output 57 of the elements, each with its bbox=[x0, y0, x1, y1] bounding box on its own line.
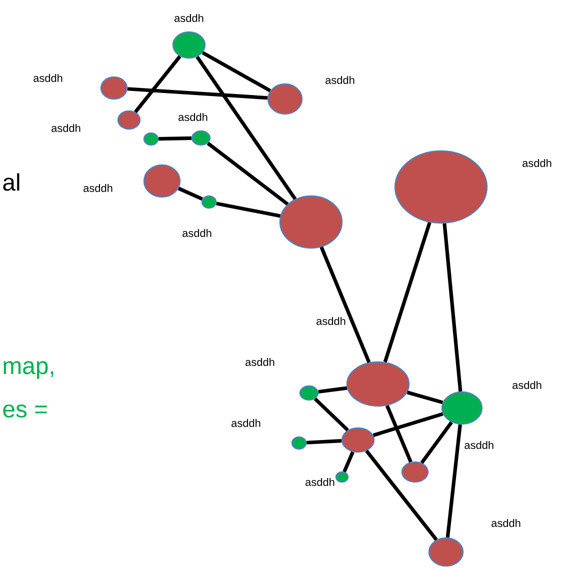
node-label: asddh bbox=[464, 440, 494, 450]
graph-node bbox=[441, 391, 483, 425]
side-text: es = bbox=[3, 404, 47, 418]
graph-node bbox=[346, 361, 410, 407]
graph-node bbox=[335, 471, 349, 483]
connector-line bbox=[216, 202, 281, 218]
connector-line bbox=[202, 51, 272, 92]
connector-line bbox=[134, 55, 182, 114]
connector-line bbox=[158, 136, 192, 141]
connector-line bbox=[206, 142, 289, 206]
connector-line bbox=[314, 398, 349, 432]
connector-line bbox=[385, 404, 412, 463]
graph-node bbox=[299, 385, 319, 401]
graph-node bbox=[267, 83, 303, 115]
graph-node bbox=[143, 132, 159, 146]
side-text: al bbox=[3, 173, 20, 191]
connector-line bbox=[446, 424, 462, 538]
node-label: asddh bbox=[34, 74, 62, 82]
node-label: asddh bbox=[492, 518, 520, 528]
node-label: asddh bbox=[316, 316, 346, 326]
side-text: map, bbox=[4, 361, 54, 379]
node-label: asddh bbox=[178, 112, 208, 122]
connector-line bbox=[320, 246, 371, 364]
graph-node bbox=[201, 195, 217, 209]
node-label: asddh bbox=[512, 380, 542, 390]
node-label: asddh bbox=[174, 14, 204, 22]
connector-line bbox=[342, 451, 354, 472]
graph-node bbox=[428, 537, 464, 567]
node-label: asddh bbox=[246, 358, 274, 366]
node-label: asddh bbox=[182, 228, 212, 238]
graph-node bbox=[401, 461, 429, 483]
connector-line bbox=[196, 56, 297, 200]
graph-node bbox=[394, 150, 488, 224]
graph-node bbox=[117, 110, 141, 130]
connector-line bbox=[372, 412, 444, 437]
graph-node bbox=[279, 195, 343, 249]
connector-line bbox=[383, 222, 432, 363]
graph-node bbox=[100, 76, 128, 100]
graph-node bbox=[291, 436, 307, 450]
graph-node bbox=[172, 31, 206, 59]
connector-line bbox=[406, 390, 444, 404]
graph-node bbox=[191, 130, 211, 146]
connector-line bbox=[127, 87, 268, 100]
node-label: asddh bbox=[306, 478, 334, 486]
connector-line bbox=[365, 450, 438, 541]
graph-node bbox=[341, 427, 375, 453]
node-label: asddh bbox=[232, 418, 260, 428]
connector-line bbox=[318, 386, 348, 394]
connector-line bbox=[442, 223, 462, 392]
connector-line bbox=[420, 421, 453, 464]
node-label: asddh bbox=[326, 76, 354, 84]
node-label: asddh bbox=[52, 124, 80, 132]
node-label: asddh bbox=[522, 158, 552, 168]
connector-line bbox=[178, 186, 203, 201]
connector-line bbox=[306, 439, 342, 444]
node-label: asddh bbox=[84, 184, 112, 192]
graph-node bbox=[143, 164, 181, 198]
